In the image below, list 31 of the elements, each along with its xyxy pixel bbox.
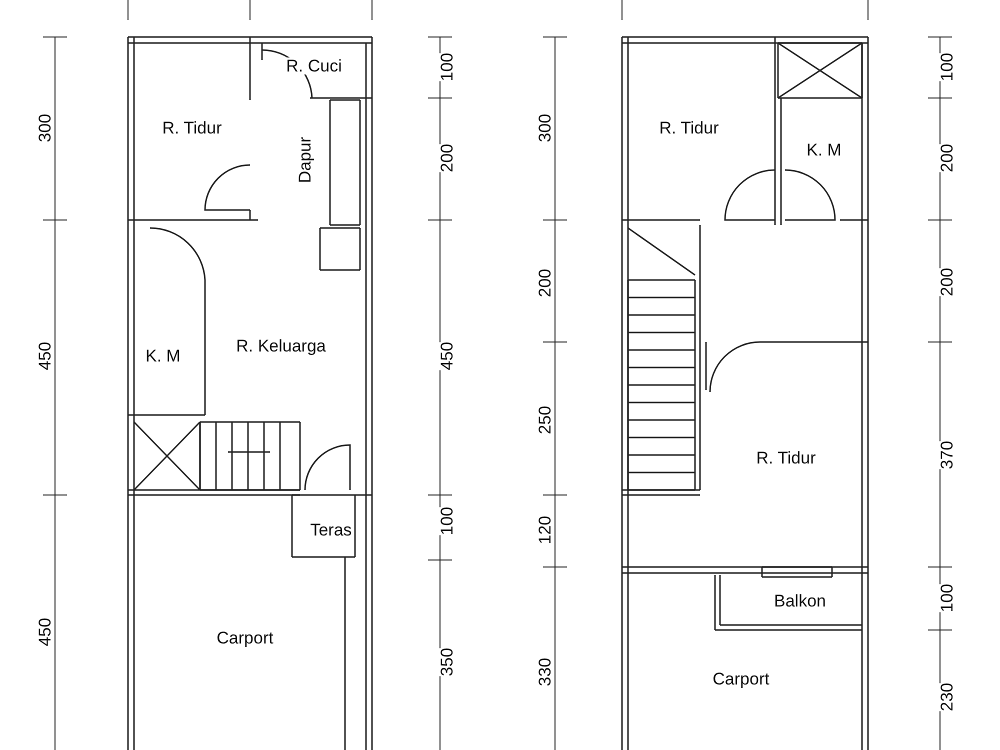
- dimension-label: 450: [438, 342, 456, 370]
- room-label: Dapur: [296, 136, 314, 184]
- room-label: R. Tidur: [756, 450, 816, 466]
- room-label: R. Cuci: [286, 58, 342, 74]
- dimension-label: 300: [36, 114, 54, 142]
- dimension-label: 100: [938, 584, 956, 612]
- room-label: Teras: [310, 522, 352, 538]
- dimension-label: 120: [536, 516, 554, 544]
- room-label: R. Keluarga: [236, 338, 326, 354]
- dimension-label: 370: [938, 440, 956, 470]
- room-label: Carport: [216, 630, 274, 646]
- room-label: K. M: [806, 142, 842, 158]
- dimension-label: 450: [36, 342, 54, 370]
- dimension-label: 350: [438, 648, 456, 676]
- dimension-label: 230: [938, 682, 956, 712]
- room-label: R. Tidur: [659, 120, 719, 136]
- dimension-label: 330: [536, 658, 554, 686]
- dimension-label: 200: [938, 268, 956, 296]
- dimension-label: 100: [938, 52, 956, 82]
- dimension-label: 100: [438, 506, 456, 536]
- dimension-label: 300: [536, 114, 554, 142]
- room-label: R. Tidur: [162, 120, 222, 136]
- dimension-label: 200: [536, 268, 554, 298]
- room-label: K. M: [146, 348, 180, 364]
- dimension-label: 100: [438, 52, 456, 82]
- room-label: Carport: [712, 670, 770, 688]
- room-label: Balkon: [774, 592, 826, 610]
- dimension-label: 250: [536, 406, 554, 434]
- dimension-label: 200: [938, 144, 956, 172]
- dimension-label: 450: [36, 618, 54, 646]
- dimension-label: 200: [438, 144, 456, 172]
